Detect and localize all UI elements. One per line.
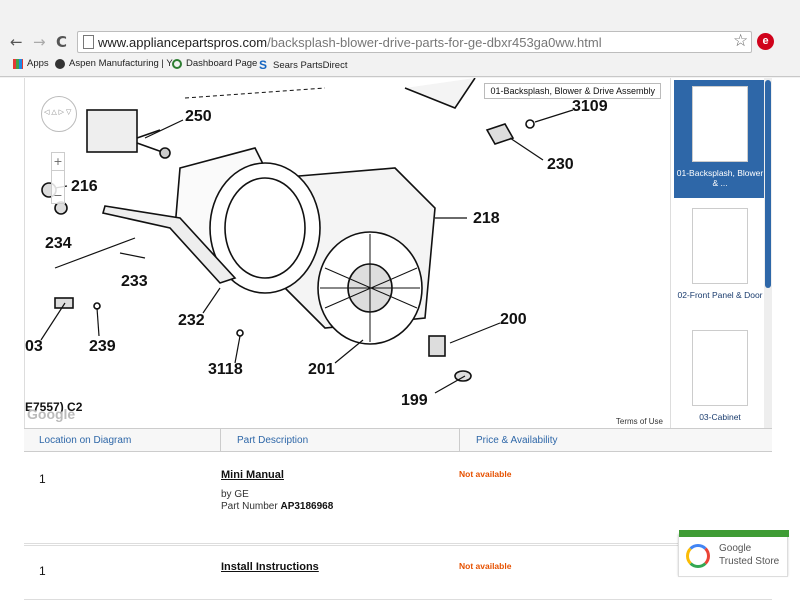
- thumbnail-front-panel[interactable]: 02-Front Panel & Door: [674, 202, 766, 320]
- url-host: www.appliancepartspros.com: [98, 35, 268, 50]
- extension-icon[interactable]: e: [757, 33, 774, 50]
- chevron-up-icon: ^: [728, 522, 736, 532]
- sears-s-icon: S: [259, 58, 268, 72]
- badge-tab[interactable]: ^: [679, 522, 789, 537]
- reload-icon[interactable]: C: [56, 33, 68, 51]
- trusted-store-text: Google Trusted Store: [719, 542, 779, 568]
- thumbnail-image: [692, 86, 748, 162]
- bookmark-dashboard[interactable]: Dashboard Page: [172, 58, 257, 69]
- thumbnail-backsplash[interactable]: 01-Backsplash, Blower & ...: [674, 80, 766, 198]
- bracket-part: [101, 205, 237, 284]
- trusted-store-line1: Google: [719, 543, 752, 554]
- pan-arrows-icon: ◁ △ ▷ ▽: [44, 109, 72, 116]
- forward-arrow-icon[interactable]: →: [33, 33, 46, 51]
- part-number-value: AP3186968: [280, 501, 334, 512]
- url-path: /backsplash-blower-drive-parts-for-ge-db…: [267, 35, 602, 50]
- part-label[interactable]: 3109: [572, 98, 608, 115]
- diagram-drawing: [40, 78, 574, 394]
- part-label[interactable]: 218: [473, 210, 500, 227]
- pan-control[interactable]: ◁ △ ▷ ▽: [41, 96, 77, 132]
- bookmark-aspen[interactable]: Aspen Manufacturing | Y: [55, 58, 173, 69]
- diagram-code: E7557) C2: [25, 400, 83, 414]
- dashboard-icon: [172, 58, 182, 69]
- bookmark-label: Dashboard Page: [186, 58, 258, 69]
- diagram-title: 01-Backsplash, Blower & Drive Assembly: [484, 83, 661, 99]
- bookmarks-bar: Apps Aspen Manufacturing | Y Dashboard P…: [0, 55, 800, 73]
- table-row: 1 Mini Manual by GE Part Number AP318696…: [24, 452, 772, 544]
- column-divider: [220, 429, 221, 452]
- table-row: 1 Install Instructions Not available: [24, 545, 772, 600]
- back-arrow-icon[interactable]: ←: [10, 33, 23, 51]
- row-location: 1: [39, 564, 46, 578]
- thumbnail-cabinet[interactable]: 03-Cabinet: [674, 324, 766, 442]
- bookmark-label: Sears PartsDirect: [273, 59, 348, 71]
- trusted-store-line2: Trusted Store: [719, 556, 780, 567]
- bookmark-apps[interactable]: Apps: [13, 58, 49, 69]
- thumbnails-scrollbar[interactable]: [764, 78, 772, 428]
- thumbnail-label: 01-Backsplash, Blower & ...: [676, 168, 764, 188]
- bookmark-sears[interactable]: S Sears PartsDirect: [259, 58, 347, 72]
- part-label[interactable]: 200: [500, 311, 527, 328]
- zoom-control[interactable]: + −: [51, 152, 65, 204]
- column-divider: [459, 429, 460, 452]
- address-bar[interactable]: www.appliancepartspros.com/backsplash-bl…: [77, 31, 752, 53]
- motor-part: [86, 109, 138, 153]
- thumbnail-image: [692, 208, 748, 284]
- thumbnail-image: [692, 330, 748, 406]
- part-label[interactable]: 234: [45, 235, 72, 252]
- availability-status: Not available: [459, 469, 512, 479]
- aspen-icon: [55, 58, 65, 69]
- part-label[interactable]: 03: [25, 338, 43, 355]
- bookmark-label: Aspen Manufacturing | Y: [69, 58, 173, 69]
- bookmark-label: Apps: [27, 58, 49, 69]
- zoom-in-button[interactable]: +: [53, 155, 63, 168]
- row-location: 1: [39, 472, 46, 486]
- terms-of-use-link[interactable]: Terms of Use: [615, 417, 663, 426]
- part-label[interactable]: 201: [308, 361, 335, 378]
- browser-toolbar: ← → C www.appliancepartspros.com/backspl…: [0, 0, 800, 78]
- part-number: Part Number AP3186968: [221, 501, 333, 512]
- bookmark-star-icon[interactable]: ☆: [733, 31, 749, 51]
- availability-status: Not available: [459, 561, 512, 571]
- url-text: www.appliancepartspros.com/backsplash-bl…: [98, 35, 602, 50]
- part-label[interactable]: 199: [401, 392, 428, 409]
- part-title-link[interactable]: Mini Manual: [221, 469, 284, 481]
- part-label[interactable]: 233: [121, 273, 148, 290]
- part-label[interactable]: 216: [71, 178, 98, 195]
- google-trusted-store-badge[interactable]: ^ Google Trusted Store: [678, 522, 789, 577]
- part-label[interactable]: 232: [178, 312, 205, 329]
- zoom-slider[interactable]: [52, 170, 64, 187]
- apps-grid-icon: [13, 58, 23, 69]
- parts-table-header: Location on Diagram Part Description Pri…: [24, 428, 772, 452]
- scrollbar-thumb[interactable]: [765, 80, 771, 288]
- thumbnail-label: 02-Front Panel & Door: [677, 290, 763, 300]
- diagram-thumbnails: 01-Backsplash, Blower & ... 02-Front Pan…: [670, 78, 770, 428]
- zoom-out-button[interactable]: −: [53, 189, 63, 202]
- col-price[interactable]: Price & Availability: [476, 435, 558, 446]
- part-brand: by GE: [221, 489, 249, 500]
- parts-diagram[interactable]: ◁ △ ▷ ▽ + − 01-Backsplash, Blower & Driv…: [24, 78, 669, 428]
- thumbnail-label: 03-Cabinet: [699, 412, 741, 422]
- google-watermark: Google: [27, 406, 76, 422]
- part-label[interactable]: 250: [185, 108, 212, 125]
- part-title-link[interactable]: Install Instructions: [221, 561, 319, 573]
- part-label[interactable]: 230: [547, 156, 574, 173]
- toolbar-divider: [0, 76, 800, 77]
- part-label[interactable]: 239: [89, 338, 116, 355]
- part-label[interactable]: 3118: [208, 361, 243, 378]
- col-description[interactable]: Part Description: [237, 435, 309, 446]
- col-location[interactable]: Location on Diagram: [39, 435, 132, 446]
- part-number-prefix: Part Number: [221, 501, 281, 512]
- google-check-icon: [686, 544, 710, 568]
- page-icon: [83, 35, 94, 49]
